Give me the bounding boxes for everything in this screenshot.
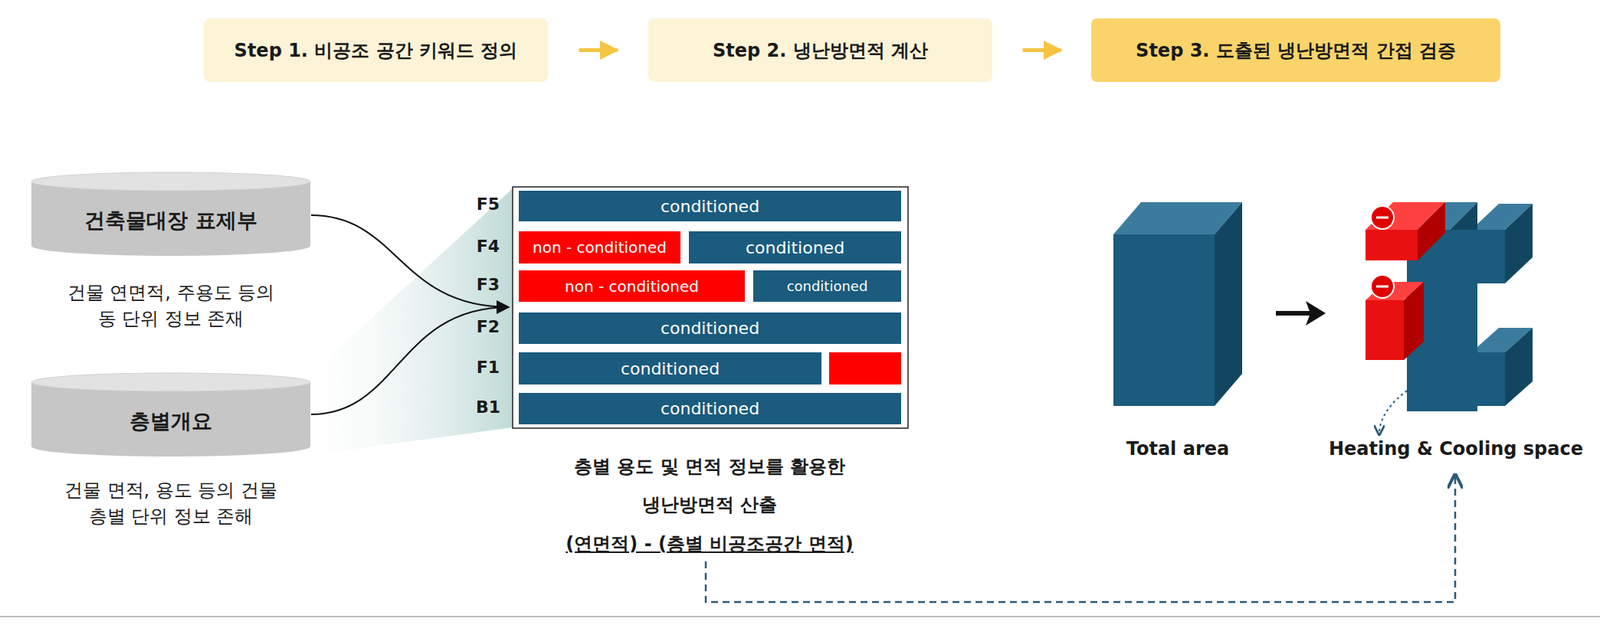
node-text: 건축물대장 표제부 xyxy=(84,206,257,235)
node-text: Step 3. 도출된 냉난방면적 간접 검증 xyxy=(1135,38,1456,63)
method-caption: 층별 용도 및 면적 정보를 활용한 xyxy=(573,454,846,481)
funnel-shade xyxy=(311,188,513,456)
node-text: non - conditioned xyxy=(564,277,699,296)
floor-label: B1 xyxy=(475,396,501,420)
node-text: conditioned xyxy=(620,359,720,379)
node-text: Step 2. 냉난방면적 계산 xyxy=(712,38,928,63)
conditioned-bar: conditioned xyxy=(518,312,902,345)
source-description: 건물 연면적, 주용도 등의 동 단위 정보 존재 xyxy=(55,280,286,332)
illustration-label: Heating & Cooling space xyxy=(1328,436,1584,463)
node-text: conditioned xyxy=(745,238,845,258)
total-area-box xyxy=(1113,202,1243,407)
step-arrow xyxy=(579,48,618,53)
conditioned-bar: conditioned xyxy=(518,190,902,222)
bottom-rule xyxy=(0,616,1600,618)
node-text: non - conditioned xyxy=(532,238,667,257)
floor-label: F1 xyxy=(476,356,500,381)
heating-cooling-shape xyxy=(1365,202,1533,412)
source-description: 건물 면적, 용도 등의 건물 층별 단위 정보 존해 xyxy=(55,478,286,530)
source-curve xyxy=(311,215,509,308)
method-caption: 냉난방면적 산출 xyxy=(642,492,778,519)
floor-label: F2 xyxy=(476,315,500,340)
step-box: Step 1. 비공조 공간 키워드 정의 xyxy=(203,18,548,82)
step-box: Step 3. 도출된 냉난방면적 간접 검증 xyxy=(1091,18,1501,82)
illustration-label: Total area xyxy=(1126,436,1230,463)
node-text: Step 1. 비공조 공간 키워드 정의 xyxy=(234,38,519,63)
node-text: 층별개요 xyxy=(129,407,213,436)
conditioned-bar: conditioned xyxy=(753,270,902,302)
conditioned-bar: conditioned xyxy=(688,231,902,264)
non-conditioned-bar: non - conditioned xyxy=(518,231,681,264)
step-box: Step 2. 냉난방면적 계산 xyxy=(648,18,993,82)
dotted-pointer xyxy=(1379,387,1412,434)
floor-label: F4 xyxy=(476,235,500,260)
transform-arrow-head xyxy=(1305,301,1326,326)
node-text: conditioned xyxy=(660,399,760,419)
floor-label: F3 xyxy=(476,273,500,298)
conditioned-bar: conditioned xyxy=(518,352,822,385)
floor-chart-frame xyxy=(512,186,909,429)
node-text: conditioned xyxy=(660,318,760,338)
database-cylinder: 층별개요 xyxy=(30,372,312,457)
conditioned-bar: conditioned xyxy=(518,393,902,425)
database-cylinder: 건축물대장 표제부 xyxy=(30,171,312,256)
step-arrow xyxy=(1022,48,1062,53)
node-text: conditioned xyxy=(786,278,869,295)
non-conditioned-bar: non - conditioned xyxy=(518,270,745,302)
floor-label: F5 xyxy=(476,193,500,217)
transform-arrow xyxy=(1275,311,1312,316)
node-text: conditioned xyxy=(660,196,760,217)
method-formula: (연면적) - (층별 비공조공간 면적) xyxy=(565,531,853,558)
non-conditioned-segment xyxy=(829,352,902,385)
